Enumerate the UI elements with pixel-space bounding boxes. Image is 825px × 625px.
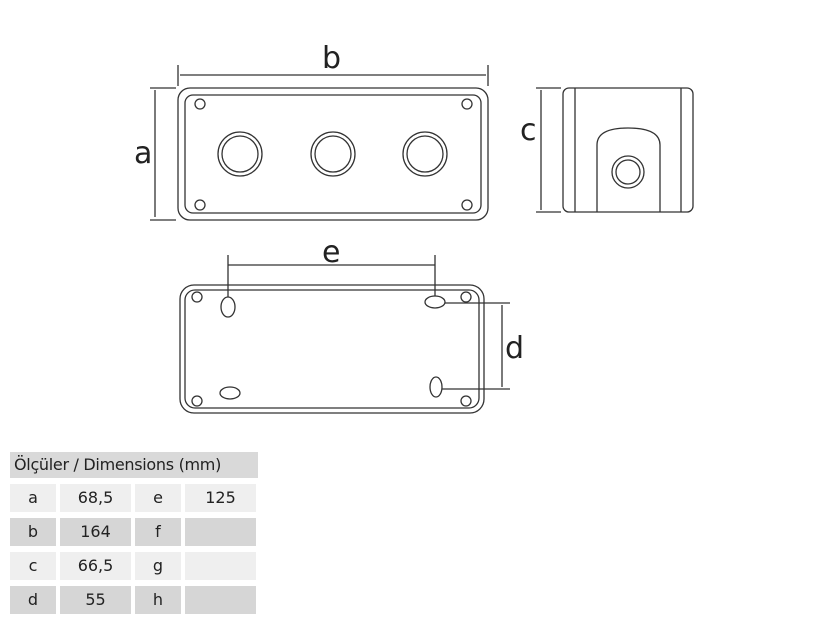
button-hole (310, 131, 356, 177)
screw-icon (461, 199, 473, 211)
table-cell: a (10, 484, 56, 512)
table-cell: 164 (60, 518, 131, 546)
table-title: Ölçüler / Dimensions (mm) (10, 452, 258, 478)
table-cell: b (10, 518, 56, 546)
table-cell: c (10, 552, 56, 580)
table-cell (185, 586, 256, 614)
table-row: a 68,5 e 125 (10, 484, 258, 512)
button-hole (402, 131, 448, 177)
table-row: c 66,5 g (10, 552, 258, 580)
bottom-view (179, 255, 510, 414)
table-cell: d (10, 586, 56, 614)
screw-icon (461, 98, 473, 110)
screw-icon (194, 199, 206, 211)
table-row: d 55 h (10, 586, 258, 614)
dimensions-table: Ölçüler / Dimensions (mm) a 68,5 e 125 b… (10, 452, 258, 614)
screw-icon (194, 98, 206, 110)
table-cell (185, 518, 256, 546)
dimension-label-c: c (520, 113, 537, 148)
front-view (150, 65, 489, 221)
button-hole (217, 131, 263, 177)
dimension-label-a: a (134, 136, 152, 171)
side-view (536, 87, 694, 213)
dimension-label-e: e (322, 235, 340, 270)
dimension-label-d: d (505, 331, 524, 366)
table-row: b 164 f (10, 518, 258, 546)
table-cell: 125 (185, 484, 256, 512)
table-cell: e (135, 484, 181, 512)
table-cell: 66,5 (60, 552, 131, 580)
table-cell (185, 552, 256, 580)
table-cell: 68,5 (60, 484, 131, 512)
table-cell: g (135, 552, 181, 580)
table-cell: 55 (60, 586, 131, 614)
dimension-label-b: b (322, 41, 341, 76)
table-cell: f (135, 518, 181, 546)
table-cell: h (135, 586, 181, 614)
technical-drawing: b a c e d (134, 41, 694, 414)
